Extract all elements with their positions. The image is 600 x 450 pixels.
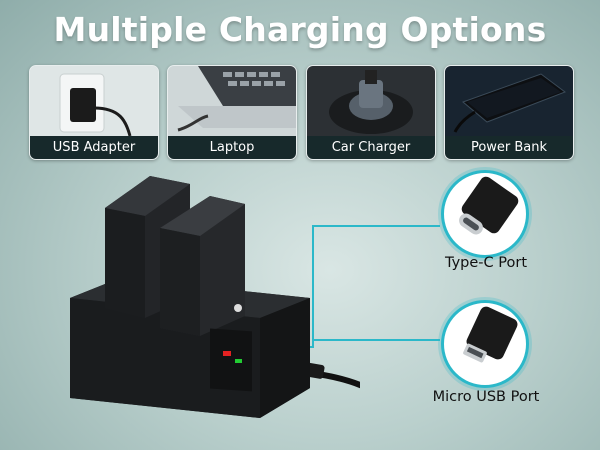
usb-c-connector-icon [459,176,519,235]
option-label: Laptop [168,136,296,159]
led-green [235,359,242,363]
power-bank-icon [445,66,573,136]
option-card-car-charger: Car Charger [306,65,436,160]
type-c-port-label: Type-C Port [444,255,527,271]
usb-adapter-icon [30,66,158,136]
type-c-port-circle [441,170,529,258]
car-charger-icon [307,66,435,136]
option-card-usb-adapter: USB Adapter [29,65,159,160]
option-card-laptop: Laptop [167,65,297,160]
option-label: Power Bank [445,136,573,159]
micro-usb-port-label: Micro USB Port [432,389,540,405]
brand-logo-icon [234,304,242,312]
dual-battery-charger [70,176,360,418]
micro-usb-port-circle [441,300,529,388]
option-card-power-bank: Power Bank [444,65,574,160]
option-label: USB Adapter [30,136,158,159]
usb-cable [309,370,360,389]
option-label: Car Charger [307,136,435,159]
laptop-icon [168,66,296,136]
battery-right [160,196,245,336]
micro-usb-connector-icon [463,306,518,363]
page-title: Multiple Charging Options [53,10,547,49]
led-red [223,351,231,356]
